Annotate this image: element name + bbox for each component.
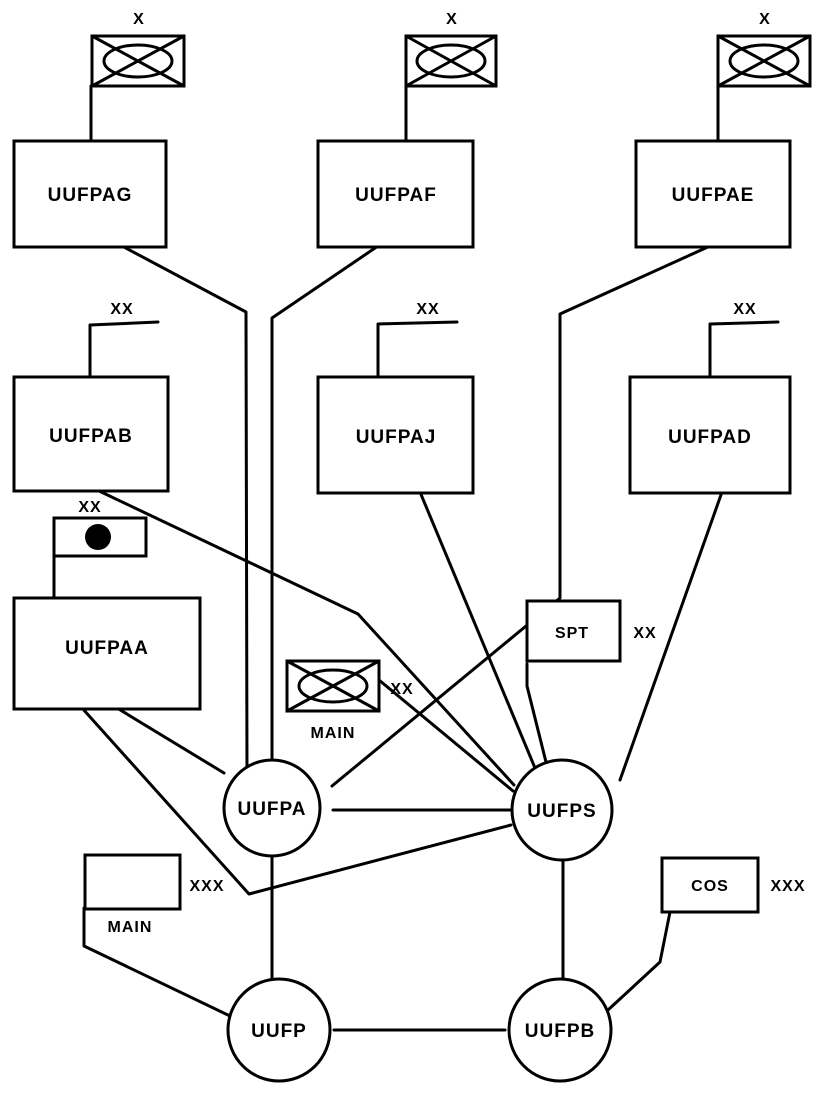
node-label-uufp: UUFP <box>251 1021 307 1042</box>
echelon-uufpag: X <box>133 11 145 28</box>
node-box-uufpag[interactable] <box>12 139 168 249</box>
infantry-symbol-icon <box>404 34 498 88</box>
node-box-uufpaa[interactable] <box>12 596 202 711</box>
brigade-uufpaf[interactable]: UUFPAF X <box>316 11 498 249</box>
echelon-cos: XXX <box>770 878 805 895</box>
connections <box>52 84 780 1032</box>
division-main-cp[interactable]: XX MAIN <box>285 659 414 742</box>
echelon-div-main: XX <box>390 681 413 698</box>
link-div-main-uufps <box>377 678 515 793</box>
node-circle-uufp[interactable] <box>226 977 332 1083</box>
echelon-uufpad: XX <box>733 301 756 318</box>
node-box-spt[interactable] <box>525 599 622 663</box>
infantry-symbol-icon <box>90 34 186 88</box>
node-label-uufpaf: UUFPAF <box>355 185 437 206</box>
node-circle-uufpb[interactable] <box>507 977 613 1083</box>
link-uufpab-uufps <box>95 488 516 787</box>
caption-div-main: MAIN <box>311 725 356 742</box>
node-label-uufpab: UUFPAB <box>49 426 133 447</box>
echelon-corps-main: XXX <box>189 878 224 895</box>
link-uufpaa-uufps-cross <box>80 706 513 896</box>
link-corps-main-uufp <box>82 906 232 1018</box>
echelon-uufpaa: XX <box>78 499 101 516</box>
infantry-symbol-icon <box>285 659 381 713</box>
link-uufpad-uufps <box>618 490 724 782</box>
staff-uufpaj <box>376 320 459 378</box>
brigade-uufpae[interactable]: UUFPAE X <box>634 11 812 249</box>
node-uufpa[interactable]: UUFPA <box>222 758 322 858</box>
link-uufpae-uufpa <box>330 244 712 788</box>
corps-main-cp[interactable]: XXX MAIN <box>83 853 225 936</box>
infantry-symbol-icon <box>716 34 812 88</box>
node-label-uufpad: UUFPAD <box>668 427 752 448</box>
node-label-uufpae: UUFPAE <box>672 185 755 206</box>
division-uufpad[interactable]: UUFPAD XX <box>628 301 792 495</box>
echelon-spt: XX <box>633 625 656 642</box>
node-box-uufpab[interactable] <box>12 375 170 493</box>
node-label-cos: COS <box>691 878 729 895</box>
node-uufpb[interactable]: UUFPB <box>507 977 613 1083</box>
node-box-cos[interactable] <box>660 856 760 914</box>
brigade-uufpag[interactable]: UUFPAG X <box>12 11 186 249</box>
echelon-uufpae: X <box>759 11 771 28</box>
node-label-uufpaj: UUFPAJ <box>356 427 437 448</box>
node-box-uufpaf[interactable] <box>316 139 475 249</box>
echelon-uufpaj: XX <box>416 301 439 318</box>
node-uufps[interactable]: UUFPS <box>510 758 614 862</box>
staff-uufpab <box>88 320 160 378</box>
staff-uufpad <box>708 320 780 378</box>
node-label-uufps: UUFPS <box>527 801 596 822</box>
division-uufpaj[interactable]: UUFPAJ XX <box>316 301 475 495</box>
division-uufpaa[interactable]: UUFPAA XX <box>12 499 202 711</box>
link-spt-uufps <box>525 662 550 772</box>
node-circle-uufpa[interactable] <box>222 758 322 858</box>
node-label-spt: SPT <box>555 625 589 642</box>
link-uufpaf-uufpa <box>270 244 380 808</box>
echelon-uufpab: XX <box>110 301 133 318</box>
echelon-uufpaf: X <box>446 11 458 28</box>
link-cos-uufpb <box>606 910 672 1012</box>
support-spt[interactable]: SPT XX <box>525 599 657 663</box>
node-box-corps-main[interactable] <box>83 853 182 911</box>
node-box-uufpae[interactable] <box>634 139 792 249</box>
node-box-uufpad[interactable] <box>628 375 792 495</box>
node-label-uufpb: UUFPB <box>525 1021 595 1042</box>
node-uufp[interactable]: UUFP <box>226 977 332 1083</box>
division-uufpab[interactable]: UUFPAB XX <box>12 301 170 493</box>
node-label-uufpaa: UUFPAA <box>65 638 149 659</box>
caption-corps-main: MAIN <box>108 919 153 936</box>
node-label-uufpag: UUFPAG <box>48 185 133 206</box>
node-circle-uufps[interactable] <box>510 758 614 862</box>
link-uufpaa-uufpa <box>115 706 226 775</box>
artillery-symbol-icon <box>52 516 148 558</box>
corps-cos[interactable]: COS XXX <box>660 856 806 914</box>
node-label-uufpa: UUFPA <box>237 799 306 820</box>
node-box-uufpaj[interactable] <box>316 375 475 495</box>
